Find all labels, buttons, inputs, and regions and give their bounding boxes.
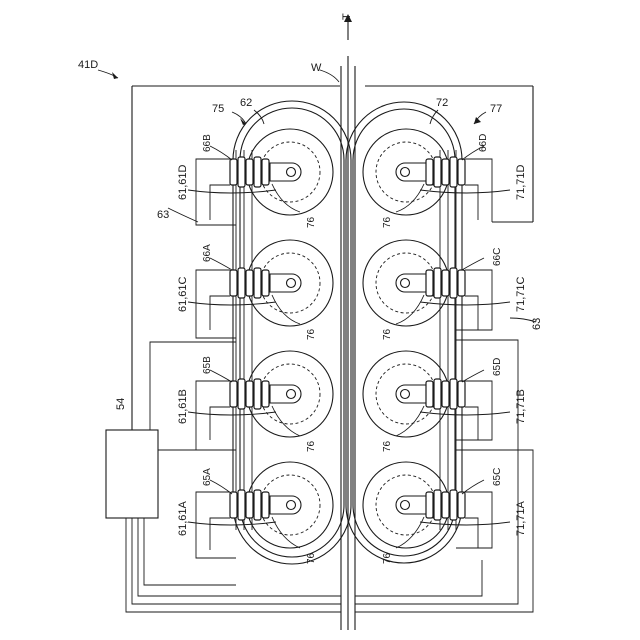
bracket-right-label: 63 — [531, 318, 543, 330]
axis-label-left-d: 76 — [306, 216, 317, 228]
axis-label-right-d: 76 — [382, 216, 393, 228]
pulley-label-right-b: 71,71B — [515, 389, 527, 424]
right-unit-label: 77 — [490, 103, 502, 115]
axis-label-right-c: 76 — [382, 328, 393, 340]
coil-label-right-d: 66D — [478, 134, 489, 152]
pulley-label-left-d: 61,61D — [177, 164, 189, 200]
figure-label: 41D — [78, 59, 98, 71]
coil-label-left-c: 66A — [202, 244, 213, 262]
pulley-label-right-d: 71,71D — [515, 164, 527, 200]
pulley-label-right-a: 71,71A — [515, 500, 527, 536]
coil-label-left-b: 65B — [202, 356, 213, 374]
controller-label: 54 — [115, 398, 127, 410]
coil-label-left-a: 65A — [202, 468, 213, 486]
axis-label-right-a: 76 — [382, 552, 393, 564]
pulley-label-left-a: 61,61A — [177, 500, 189, 536]
right-rails — [440, 150, 456, 530]
right-coil-d — [426, 157, 465, 187]
pulley-label-left-c: 61,61C — [177, 276, 189, 312]
pulley-label-right-c: 71,71C — [515, 276, 527, 312]
left-unit-label: 75 — [212, 103, 224, 115]
coil-label-right-b: 65D — [492, 358, 503, 376]
right-wiring — [456, 159, 492, 548]
wire-label: W — [311, 62, 322, 74]
right-coil-a — [426, 490, 465, 520]
bracket-left-label: 63 — [157, 209, 169, 221]
axis-label-left-b: 76 — [306, 440, 317, 452]
pulley-label-left-b: 61,61B — [177, 389, 189, 424]
axis-label-right-b: 76 — [382, 440, 393, 452]
left-belt-label: 62 — [240, 97, 252, 109]
coil-label-left-d: 66B — [202, 134, 213, 152]
coil-label-right-a: 65C — [492, 468, 503, 486]
controller — [106, 430, 158, 518]
left-coil-d — [230, 157, 269, 187]
left-coil-c — [230, 268, 269, 298]
left-rails — [236, 150, 252, 530]
axis-label-left-a: 76 — [306, 552, 317, 564]
axis-label-left-c: 76 — [306, 328, 317, 340]
leader-lines — [98, 70, 536, 548]
coil-label-right-c: 66C — [492, 248, 503, 266]
right-coil-b — [426, 379, 465, 409]
right-belt-label: 72 — [436, 97, 448, 109]
outer-frame — [132, 86, 533, 430]
left-coil-b — [230, 379, 269, 409]
right-coil-c — [426, 268, 465, 298]
left-coil-a — [230, 490, 269, 520]
direction-label: T — [341, 13, 353, 20]
